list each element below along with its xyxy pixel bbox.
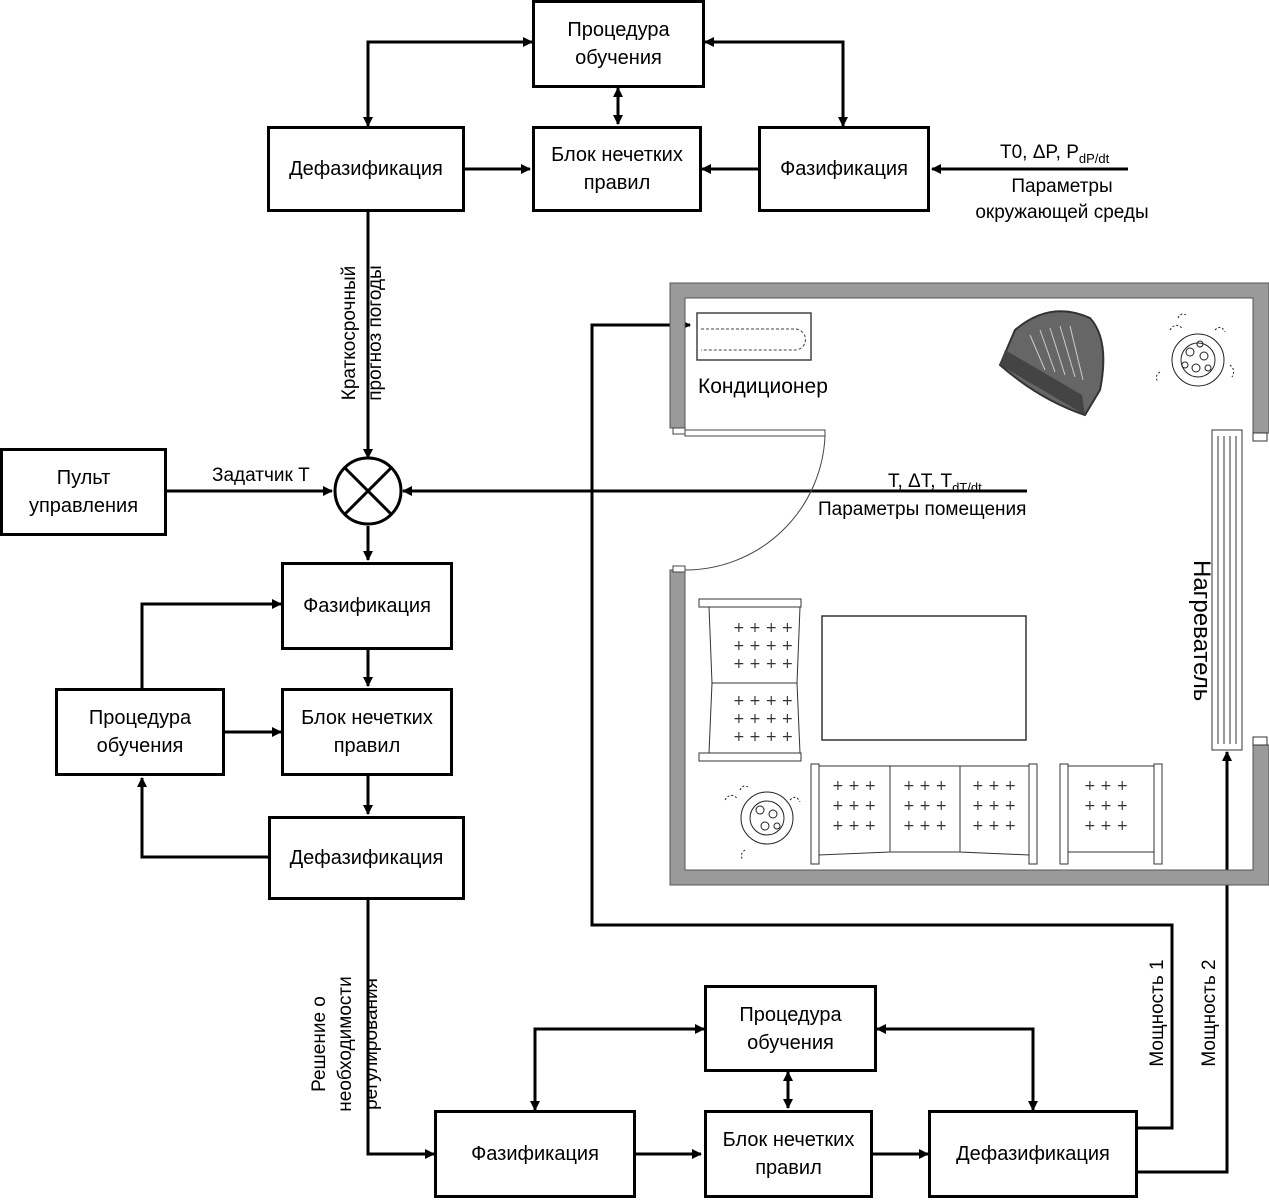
armchair-icon: + + + + + + + + +	[1059, 763, 1163, 865]
arrow-mid-learning-to-fuzz	[140, 599, 282, 688]
control-panel: Пульт управления	[0, 448, 167, 536]
arrow-top-learning-to-fuzz	[704, 37, 848, 127]
svg-text:+ + +: + + +	[903, 818, 947, 834]
room-params-caption: Параметры помещения	[818, 499, 1027, 520]
bot-fuzzification: Фазификация	[434, 1110, 636, 1198]
arrow-bot-learning-to-defuzz	[876, 1024, 1038, 1111]
sofa-bottom-icon: + + + + + + + + + + + + + + + + + + + + + + +…	[810, 763, 1038, 865]
mid-fuzzification: Фазификация	[281, 562, 453, 650]
mid-fuzzy-rules-block: Блок нечетких правил	[281, 688, 453, 776]
svg-text:+ + +: + + +	[832, 798, 876, 814]
air-conditioner-icon	[696, 312, 812, 361]
room-plan: + + + + + + + + + + + + + + + + + + + + + + …	[669, 282, 1269, 886]
setpoint-label: Задатчик T	[212, 465, 310, 486]
svg-text:+ + + +: + + + +	[733, 711, 793, 727]
door-icon	[672, 427, 826, 573]
svg-text:+ + +: + + +	[903, 798, 947, 814]
heater-icon	[1211, 429, 1268, 751]
plant-bottom-icon	[724, 785, 801, 861]
arrow-mid-defuzz-to-learning	[137, 777, 268, 859]
svg-text:+ + +: + + +	[972, 778, 1016, 794]
top-fuzzy-rules-block: Блок нечетких правил	[532, 126, 702, 212]
env-params-label: T0, ΔP, PdP/dt	[1000, 142, 1110, 166]
plant-icon	[1155, 313, 1235, 387]
bot-defuzzification: Дефазификация	[928, 1110, 1138, 1198]
svg-text:+ + + +: + + + +	[733, 638, 793, 654]
svg-text:+ + + +: + + + +	[733, 620, 793, 636]
comparator-icon	[333, 456, 403, 526]
svg-text:+ + +: + + +	[1084, 818, 1128, 834]
lamp-icon	[998, 310, 1105, 417]
svg-text:+ + +: + + +	[903, 778, 947, 794]
arrow-top-learning-to-defuzz	[363, 37, 533, 127]
decision-caption: Решение о необходимости регулирования	[309, 976, 382, 1112]
svg-text:+ + +: + + +	[972, 818, 1016, 834]
arrow-power1-to-ac	[590, 320, 1174, 1130]
heater-label: Нагреватель	[1188, 560, 1215, 702]
arrow-bot-learning-to-fuzz	[530, 1024, 705, 1111]
arrow-power2-to-heater	[1138, 751, 1232, 1174]
air-conditioner-label: Кондиционер	[698, 375, 828, 398]
power2-label: Мощность 2	[1199, 959, 1220, 1067]
room-params-label: T, ΔT, TdT/dt	[888, 471, 982, 495]
sofa-left-icon: + + + + + + + + + + + + + + + + + + + + + + …	[698, 598, 802, 762]
svg-text:+ + +: + + +	[1084, 778, 1128, 794]
svg-text:+ + + +: + + + +	[733, 693, 793, 709]
mid-defuzzification: Дефазификация	[268, 816, 465, 900]
arrow-decision-to-bottom-fuzz	[366, 900, 435, 1159]
top-learning-procedure: Процедура обучения	[532, 0, 705, 88]
bot-fuzzy-rules-block: Блок нечетких правил	[704, 1110, 873, 1198]
top-defuzzification: Дефазификация	[267, 126, 465, 212]
mid-learning-procedure: Процедура обучения	[55, 688, 225, 776]
table-icon	[821, 615, 1027, 741]
svg-text:+ + + +: + + + +	[733, 729, 793, 745]
power1-label: Мощность 1	[1147, 959, 1168, 1067]
svg-text:+ + +: + + +	[832, 778, 876, 794]
bot-learning-procedure: Процедура обучения	[704, 985, 877, 1072]
env-params-caption: Параметры окружающей среды	[975, 176, 1149, 223]
top-fuzzification: Фазификация	[758, 126, 930, 212]
svg-text:+ + + +: + + + +	[733, 656, 793, 672]
svg-text:+ + +: + + +	[832, 818, 876, 834]
svg-text:+ + +: + + +	[972, 798, 1016, 814]
svg-text:+ + +: + + +	[1084, 798, 1128, 814]
forecast-caption: Краткосрочный прогноз погоды	[339, 265, 386, 401]
